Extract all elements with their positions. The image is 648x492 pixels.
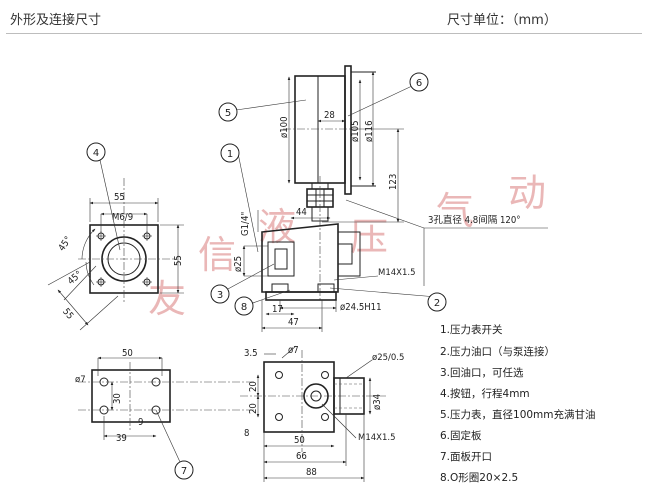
dim-front-35: 3.5 — [244, 348, 258, 359]
front-port-inner — [310, 390, 322, 402]
legend-item-1: 1.压力表开关 — [440, 323, 503, 336]
header: 外形及连接尺寸 尺寸单位：（mm） — [0, 0, 648, 34]
balloon-7-label: 7 — [181, 466, 187, 477]
legend-item-5: 5.压力表，直径100mm充满甘油 — [440, 408, 596, 421]
dim-thread-m14: M14X1.5 — [378, 268, 416, 278]
watermark-char: 动 — [508, 171, 546, 215]
dim-panel-d105: ø105 — [350, 120, 361, 142]
legend-item-8: 8.O形圈20×2.5 — [440, 472, 518, 484]
dim-cut-d7: ø7 — [75, 375, 86, 385]
panel-plate — [344, 65, 352, 195]
cutout-hole — [99, 405, 109, 415]
unit-label: 尺寸单位：（mm） — [447, 13, 557, 28]
front-hole — [321, 371, 329, 379]
dim-d245h11: ø24.5H11 — [340, 302, 382, 313]
dim-thread-g14: G1/4" — [240, 212, 251, 236]
watermark-char: 气 — [436, 189, 474, 233]
dim-front-m14: M14X1.5 — [358, 433, 396, 443]
dim-47: 47 — [288, 317, 299, 328]
front-plate — [263, 361, 335, 433]
watermark-char: 压 — [350, 215, 388, 259]
balloon-2 — [427, 292, 447, 312]
parts-legend: 1.压力表开关 2.压力油口（与泵连接） 3.回油口，可任选 4.按钮，行程4m… — [440, 323, 596, 484]
base-ring — [265, 291, 337, 301]
balloon-4-label: 4 — [93, 148, 99, 159]
dim-front-20a: 20 — [248, 381, 259, 392]
dim-thread-m6: M6/9 — [112, 212, 133, 223]
dim-front-d7: ø7 — [288, 345, 299, 356]
dim-front-66: 66 — [296, 451, 307, 462]
header-divider — [6, 33, 642, 34]
holes-note: 3孔直径 4.8间隔 120° — [428, 214, 521, 226]
balloon-6-label: 6 — [416, 78, 422, 89]
balloon-7 — [174, 460, 194, 480]
dim-front-20b: 20 — [248, 403, 259, 414]
balloon-8 — [234, 296, 254, 316]
callout-balloons: 1 2 3 4 5 6 7 8 — [86, 72, 447, 480]
balloon-5-label: 5 — [225, 108, 231, 119]
section-hatch-left — [267, 241, 295, 277]
balloon-4 — [86, 142, 106, 162]
gauge-body — [294, 75, 346, 184]
cutout-hole — [99, 377, 109, 387]
front-hole — [275, 413, 283, 421]
balloon-2-label: 2 — [434, 298, 440, 309]
legend-item-2: 2.压力油口（与泵连接） — [440, 345, 555, 358]
dim-front-8: 8 — [244, 428, 249, 439]
balloon-5 — [218, 102, 238, 122]
legend-item-7: 7.面板开口 — [440, 450, 492, 463]
dim-17: 17 — [272, 304, 283, 315]
watermark-char: 友 — [148, 277, 186, 321]
dim-front-88: 88 — [306, 467, 317, 478]
side-elevation: ø100 28 ø105 ø116 123 44 G1/4" — [233, 65, 548, 332]
dim-panel-d116: ø116 — [364, 120, 375, 142]
watermark-char: 信 — [198, 233, 236, 277]
panel-cutout-view: 50 ø7 30 9 39 — [75, 348, 255, 444]
dim-angle-45: 45° — [66, 269, 85, 287]
balloon-1-label: 1 — [227, 149, 233, 160]
balloon-3 — [210, 284, 230, 304]
dim-cut-50: 50 — [122, 348, 133, 359]
dim-height-55: 55 — [173, 255, 184, 266]
balloon-1 — [220, 143, 240, 163]
front-port — [303, 383, 329, 409]
dim-cut-9: 9 — [138, 417, 143, 428]
cutout-hole — [151, 377, 161, 387]
front-hole — [275, 371, 283, 379]
balloon-8-label: 8 — [241, 302, 247, 313]
dim-diag-55: 55 — [60, 306, 75, 321]
balloon-3-label: 3 — [217, 290, 223, 301]
dim-height-123: 123 — [388, 174, 399, 190]
dim-cut-39: 39 — [116, 433, 127, 444]
front-view: 3.5 ø7 20 20 8 50 66 88 ø25/0.5 ø34 M14X… — [240, 345, 404, 482]
dim-front-d34: ø34 — [372, 394, 383, 410]
valve-body — [261, 223, 339, 293]
legend-item-6: 6.固定板 — [440, 429, 482, 442]
mounting-holes — [96, 231, 152, 287]
legend-item-3: 3.回油口，可任选 — [440, 366, 524, 379]
front-hole — [321, 413, 329, 421]
balloon-6 — [409, 72, 429, 92]
dim-44: 44 — [296, 207, 307, 218]
dim-front-d25: ø25/0.5 — [372, 353, 404, 363]
dim-cut-30: 30 — [112, 393, 123, 404]
legend-item-4: 4.按钮，行程4mm — [440, 387, 530, 400]
dim-depth-28: 28 — [324, 110, 335, 121]
dim-gauge-d100: ø100 — [279, 116, 290, 138]
dim-d25: ø25 — [233, 256, 244, 272]
section-title: 外形及连接尺寸 — [10, 13, 102, 28]
dim-front-50: 50 — [294, 435, 305, 446]
cutout-outline — [91, 369, 171, 423]
cutout-hole — [151, 405, 161, 415]
dim-angle-45: 45° — [56, 235, 74, 254]
port-boss — [333, 377, 365, 415]
dim-width-55: 55 — [114, 192, 125, 203]
